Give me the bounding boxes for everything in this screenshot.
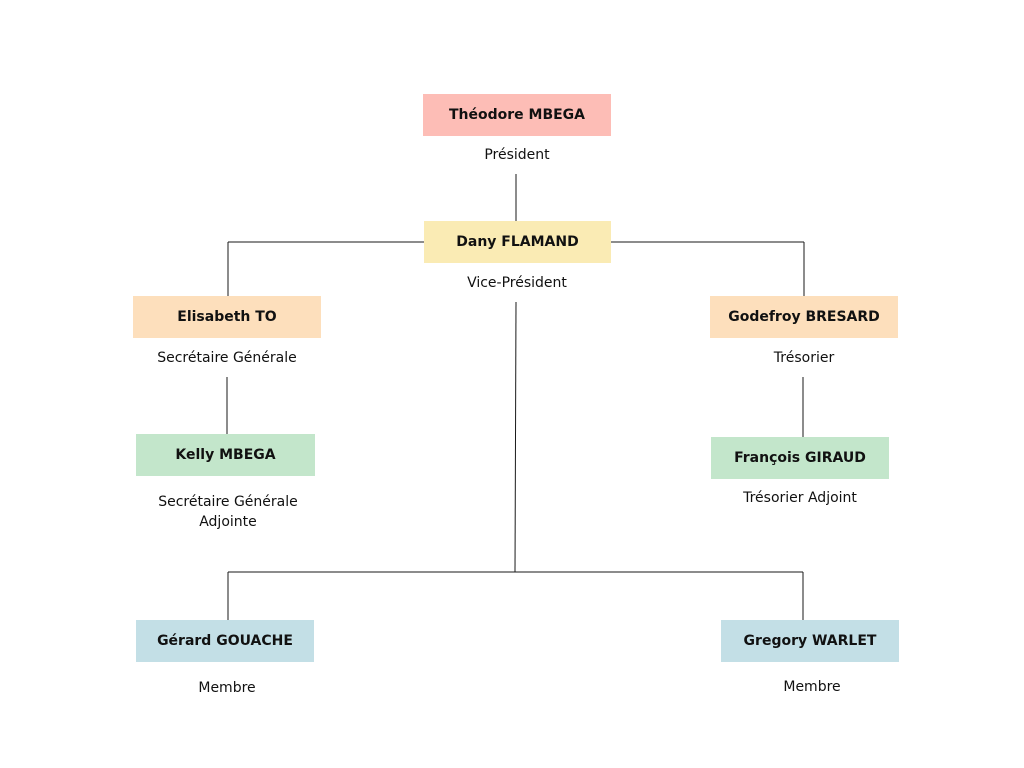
vice-president-name: Dany FLAMAND bbox=[456, 234, 579, 250]
vice-president-box: Dany FLAMAND bbox=[424, 221, 611, 263]
treasurer-box: Godefroy BRESARD bbox=[710, 296, 898, 338]
secretary-name: Elisabeth TO bbox=[177, 309, 277, 325]
vice-president-role: Vice-Président bbox=[467, 275, 567, 291]
deputy-treasurer-box: François GIRAUD bbox=[711, 437, 889, 479]
president-role: Président bbox=[484, 147, 550, 163]
member-right-name: Gregory WARLET bbox=[743, 633, 877, 649]
member-right-role: Membre bbox=[783, 679, 841, 695]
deputy-secretary-name: Kelly MBEGA bbox=[175, 447, 276, 463]
president-box: Théodore MBEGA bbox=[423, 94, 611, 136]
treasurer-name: Godefroy BRESARD bbox=[728, 309, 880, 325]
member-left-name: Gérard GOUACHE bbox=[157, 633, 293, 649]
member-right-box: Gregory WARLET bbox=[721, 620, 899, 662]
secretary-role: Secrétaire Générale bbox=[157, 350, 297, 366]
secretary-box: Elisabeth TO bbox=[133, 296, 321, 338]
deputy-treasurer-name: François GIRAUD bbox=[734, 450, 866, 466]
treasurer-role: Trésorier bbox=[773, 350, 835, 366]
connector-vice-president-to-members-vertical bbox=[514, 301, 517, 573]
member-left-role: Membre bbox=[198, 680, 256, 696]
deputy-secretary-role: Secrétaire Générale Adjointe bbox=[158, 494, 298, 530]
deputy-secretary-box: Kelly MBEGA bbox=[136, 434, 315, 476]
president-name: Théodore MBEGA bbox=[448, 107, 586, 123]
deputy-treasurer-role: Trésorier Adjoint bbox=[743, 490, 857, 506]
member-left-box: Gérard GOUACHE bbox=[136, 620, 314, 662]
